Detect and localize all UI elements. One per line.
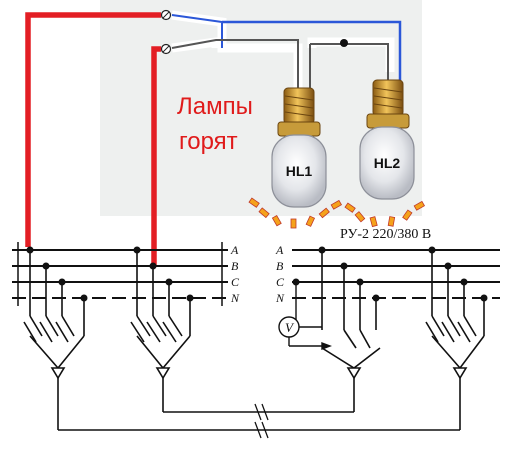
test-lead-wires xyxy=(171,10,402,90)
bus-junction-dots xyxy=(26,246,488,302)
phase-label-n: N xyxy=(230,291,240,305)
feeder-3 xyxy=(321,250,381,412)
interconnect-cables xyxy=(58,403,460,439)
phase-label-a-right: A xyxy=(275,243,284,257)
voltmeter xyxy=(278,282,332,351)
phase-label-a: A xyxy=(230,243,239,257)
terminal-bottom xyxy=(160,43,172,55)
red-test-leads xyxy=(25,12,161,265)
caption-line-2: горят xyxy=(179,128,238,155)
left-bus-lines xyxy=(12,249,228,299)
phase-labels-right: A B C N xyxy=(275,243,285,305)
phase-label-n-right: N xyxy=(275,291,285,305)
lamp-hl1 xyxy=(271,87,327,208)
phase-labels-left: A B C N xyxy=(230,243,240,305)
lamp-glow-marks xyxy=(248,197,426,229)
lamp-hl2-label: HL2 xyxy=(374,155,401,171)
phase-label-b: B xyxy=(231,259,239,273)
right-bus-lines xyxy=(292,249,500,299)
phase-label-b-right: B xyxy=(276,259,284,273)
feeder-1 xyxy=(23,250,85,430)
terminal-top xyxy=(160,9,172,21)
lamp-hl1-label: HL1 xyxy=(286,163,313,179)
phase-label-c-right: C xyxy=(276,275,285,289)
voltmeter-label: V xyxy=(285,320,295,335)
junction-dot xyxy=(340,39,348,47)
phase-label-c: C xyxy=(231,275,240,289)
caption-line-1: Лампы xyxy=(177,93,253,120)
bus-end-ticks xyxy=(17,242,223,306)
feeder-4 xyxy=(425,250,485,430)
feeder-2 xyxy=(130,250,191,412)
distribution-board-label: РУ-2 220/380 В xyxy=(340,227,431,242)
lamp-hl2 xyxy=(359,79,415,200)
